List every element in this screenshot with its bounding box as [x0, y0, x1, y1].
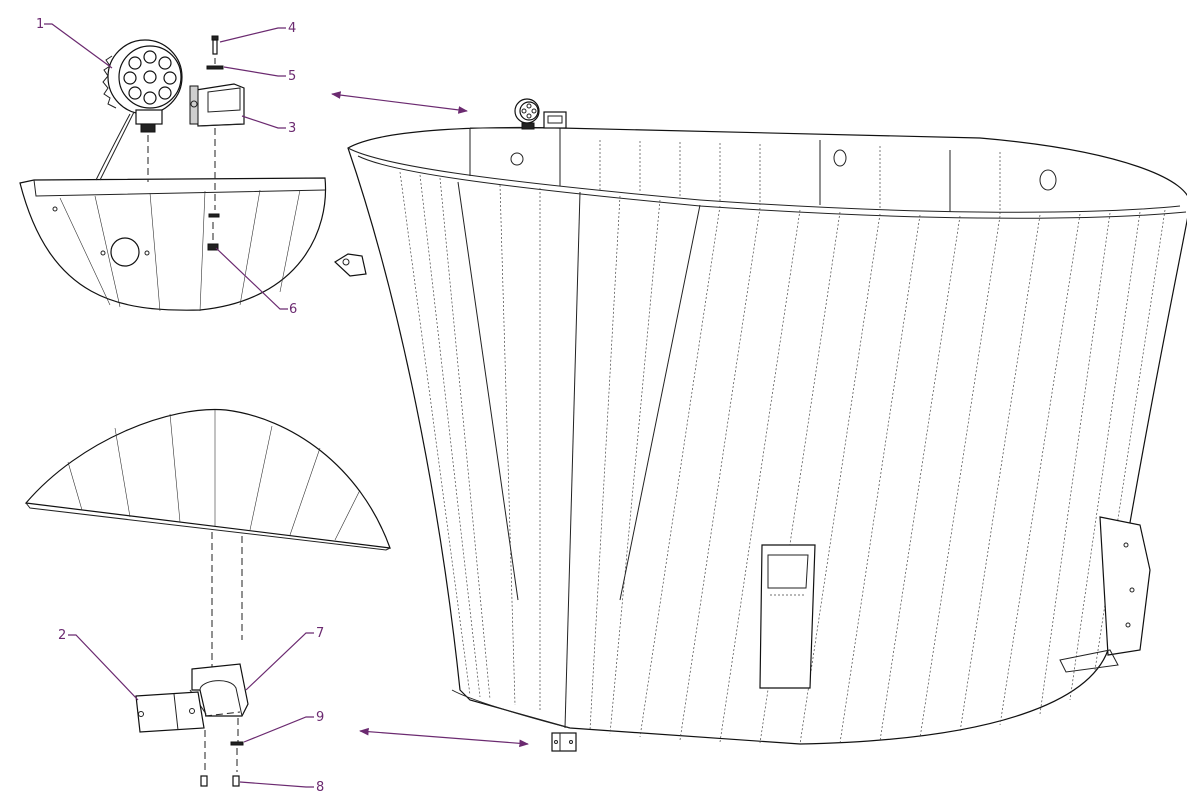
callout-9: 9: [316, 710, 324, 725]
top-detail-view: [19, 35, 327, 312]
callout-1: 1: [36, 17, 44, 32]
screw-icon: [200, 775, 240, 787]
nut-icon: [207, 243, 219, 251]
callout-7: 7: [316, 626, 324, 641]
washer-icon: [206, 65, 224, 70]
top-reference-arrow: [331, 91, 468, 114]
bottom-detail-view: [24, 408, 391, 787]
callout-8: 8: [316, 780, 324, 795]
callout-5: 5: [288, 69, 296, 84]
hopper-main-view: [334, 98, 1187, 752]
camera-icon: [189, 83, 245, 127]
mounted-light-icon: [514, 98, 540, 130]
callout-leaders: [44, 23, 314, 788]
cable-hole: [110, 237, 140, 267]
hopper-staves: [399, 140, 1166, 745]
mounted-camera-icon: [543, 111, 567, 129]
bottom-reference-arrow: [359, 727, 529, 748]
work-light-icon: [95, 39, 183, 181]
callout-6: 6: [289, 302, 297, 317]
washer-icon: [230, 741, 244, 746]
callout-4: 4: [288, 21, 296, 36]
bolt-icon: [211, 35, 219, 55]
marker-light-icon: [135, 691, 205, 733]
callout-2: 2: [58, 628, 66, 643]
callout-labels: 1 2 3 4 5 6 7 8 9: [36, 17, 324, 795]
callout-3: 3: [288, 121, 296, 136]
mounted-marker-light-icon: [551, 732, 577, 752]
